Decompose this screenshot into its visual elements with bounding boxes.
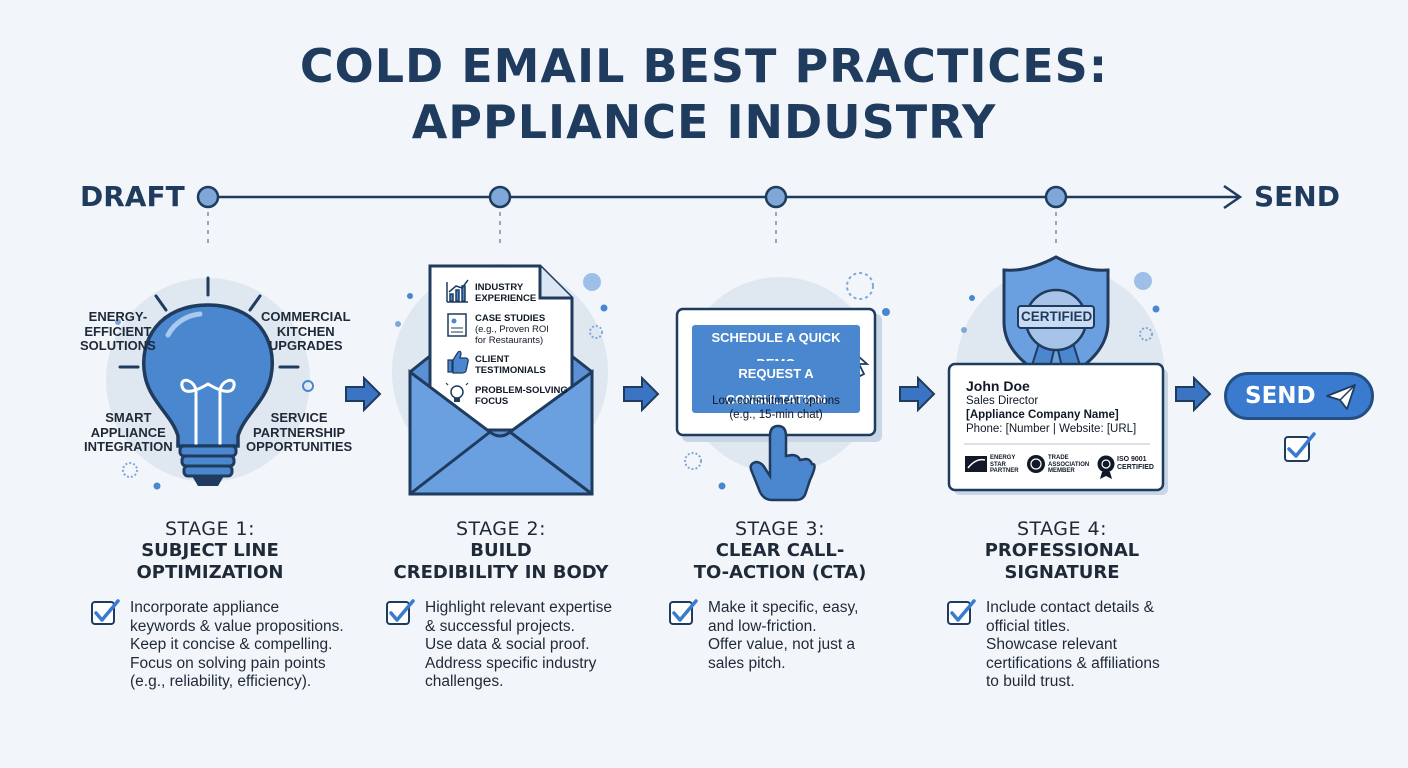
- paper-plane-icon: [1326, 384, 1356, 410]
- stage-2-heading: STAGE 2: BUILD CREDIBILITY IN BODY: [393, 518, 609, 583]
- certified-badge-text: CERTIFIED: [1021, 309, 1093, 324]
- stage-1-check-icon: [91, 599, 120, 625]
- timeline-node-4: [1044, 185, 1068, 248]
- signature-contact: Phone: [Number | Website: [URL]: [966, 423, 1137, 435]
- send-button-label: SEND: [1245, 383, 1316, 409]
- stage-3-check-icon: [669, 599, 698, 625]
- lightbulb-icon: [115, 276, 314, 490]
- flow-arrows: [345, 375, 1212, 413]
- timeline: [196, 184, 1243, 248]
- signature-role: Sales Director: [966, 395, 1039, 407]
- stage-2-description: Highlight relevant expertise& successful…: [425, 599, 612, 690]
- stage-4-description: Include contact details &official titles…: [986, 599, 1160, 690]
- arrow-icon: [1175, 375, 1212, 413]
- stage-2-check-icon: [386, 599, 415, 625]
- signature-company: [Appliance Company Name]: [966, 409, 1119, 421]
- stage-1-heading: STAGE 1: SUBJECT LINE OPTIMIZATION: [136, 518, 284, 583]
- stage-4-heading: STAGE 4: PROFESSIONAL SIGNATURE: [984, 518, 1140, 583]
- thumbs-up-icon: [447, 350, 469, 374]
- stage-3-description: Make it specific, easy,and low-friction.…: [708, 599, 859, 672]
- timeline-node-2: [488, 185, 512, 248]
- chart-icon: [446, 279, 469, 303]
- document-icon: [447, 313, 467, 337]
- idea-icon: [445, 382, 469, 402]
- send-checkbox-icon: [1284, 432, 1316, 462]
- energy-star-logo-icon: [965, 456, 987, 472]
- signature-name: John Doe: [966, 378, 1030, 394]
- cta-note: Low-commitment options(e.g., 15-min chat…: [712, 395, 840, 421]
- arrow-icon: [899, 375, 936, 413]
- request-consultation-button[interactable]: REQUEST A CONSULTATION: [692, 361, 860, 413]
- association-logo-icon: [1027, 455, 1045, 473]
- timeline-node-3: [764, 185, 788, 248]
- stage-4-check-icon: [947, 599, 976, 625]
- stage-3-heading: STAGE 3: CLEAR CALL- TO-ACTION (CTA): [693, 518, 867, 583]
- timeline-start-label: DRAFT: [80, 180, 185, 213]
- hand-pointer-icon: [749, 424, 816, 502]
- arrow-icon: [345, 375, 382, 413]
- title-line-1: COLD EMAIL BEST PRACTICES:: [299, 39, 1109, 93]
- iso-badge-icon: [1097, 455, 1115, 479]
- arrow-icon: [623, 375, 660, 413]
- signature-card: [947, 362, 1168, 495]
- envelope-icon: [395, 264, 608, 496]
- title-line-2: APPLIANCE INDUSTRY: [411, 95, 997, 149]
- send-button[interactable]: SEND: [1224, 372, 1374, 420]
- timeline-end-label: SEND: [1254, 180, 1340, 213]
- page-title: COLD EMAIL BEST PRACTICES: APPLIANCE IND…: [0, 38, 1408, 150]
- timeline-node-1: [196, 185, 220, 248]
